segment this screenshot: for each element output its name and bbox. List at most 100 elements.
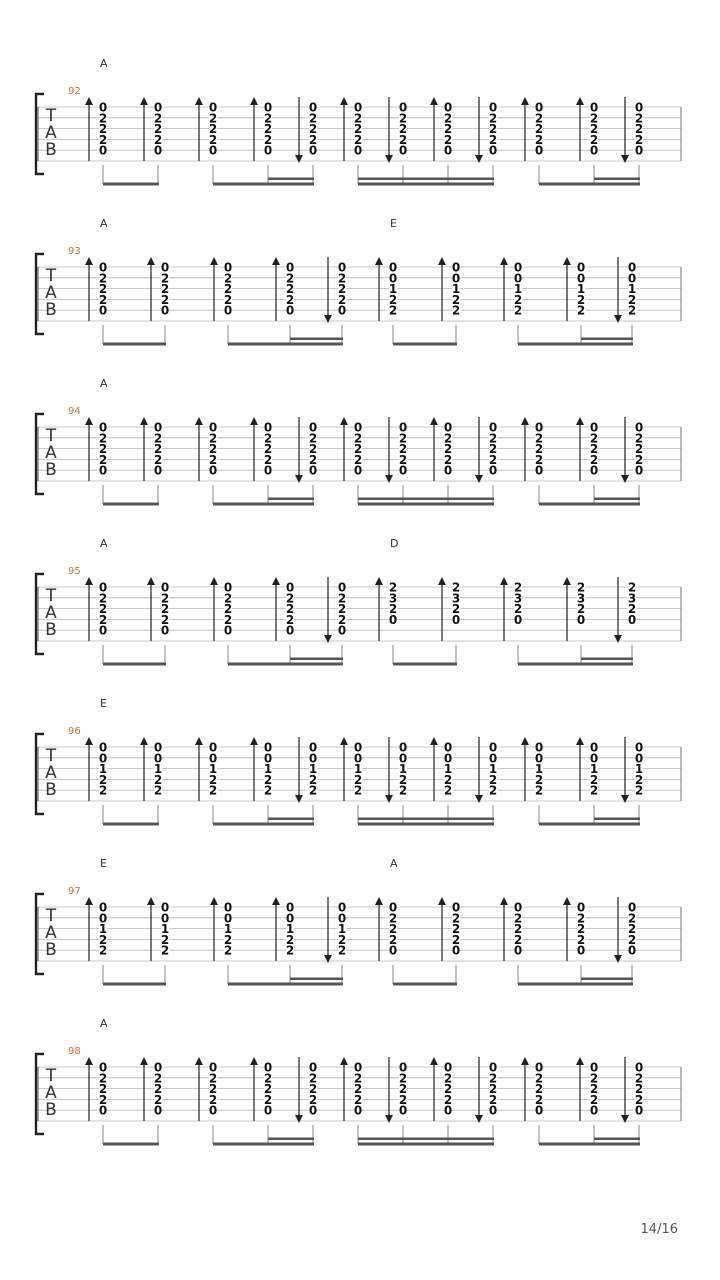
fret-background xyxy=(514,923,522,934)
fret-background xyxy=(264,774,272,785)
fret-background xyxy=(444,785,452,796)
fret-background xyxy=(389,614,397,625)
upstroke-arrowhead xyxy=(500,897,508,905)
fret-number: 2 xyxy=(489,122,497,136)
fret-number: 2 xyxy=(635,1093,643,1107)
fret-number: 2 xyxy=(224,944,232,958)
fret-background xyxy=(99,1072,107,1083)
fret-number: 2 xyxy=(444,773,452,787)
fret-number: 2 xyxy=(489,1071,497,1085)
fret-number: 1 xyxy=(590,762,598,776)
fret-number: 2 xyxy=(535,111,543,125)
fret-number: 0 xyxy=(224,911,232,925)
fret-background xyxy=(154,774,162,785)
fret-background xyxy=(354,112,362,123)
fret-background xyxy=(309,1094,317,1105)
fret-background xyxy=(264,134,272,145)
fret-number: 2 xyxy=(154,442,162,456)
fret-background xyxy=(444,145,452,156)
fret-number: 2 xyxy=(154,431,162,445)
fret-number: 2 xyxy=(489,784,497,798)
fret-number: 2 xyxy=(399,1093,407,1107)
upstroke-arrowhead xyxy=(195,97,203,105)
fret-number: 0 xyxy=(635,144,643,158)
fret-background xyxy=(635,432,643,443)
secondary-beam xyxy=(594,817,640,820)
upstroke-arrowhead xyxy=(521,737,529,745)
fret-background xyxy=(590,742,598,752)
fret-number: 2 xyxy=(338,271,346,285)
fret-number: 0 xyxy=(399,1104,407,1118)
fret-background xyxy=(577,902,585,912)
secondary-beam xyxy=(290,337,343,340)
tab-clef-letter: B xyxy=(45,140,57,160)
fret-number: 2 xyxy=(209,453,217,467)
upstroke-arrowhead xyxy=(576,97,584,105)
fret-background xyxy=(444,1072,452,1083)
fret-background xyxy=(309,742,317,752)
downstroke-arrowhead xyxy=(295,475,303,483)
fret-background xyxy=(354,134,362,145)
fret-background xyxy=(635,134,643,145)
fret-number: 0 xyxy=(224,901,232,915)
fret-number: 0 xyxy=(590,144,598,158)
fret-background xyxy=(154,1062,162,1072)
beam xyxy=(539,822,640,826)
beam xyxy=(518,342,633,346)
fret-background xyxy=(99,945,107,956)
fret-background xyxy=(286,283,294,294)
fret-background xyxy=(399,1094,407,1105)
fret-background xyxy=(399,774,407,785)
downstroke-arrowhead xyxy=(621,1115,629,1123)
fret-number: 2 xyxy=(399,122,407,136)
fret-number: 2 xyxy=(628,933,636,947)
fret-number: 1 xyxy=(399,762,407,776)
secondary-beam xyxy=(358,1137,494,1140)
chord-name: E xyxy=(390,217,397,230)
fret-background xyxy=(99,123,107,134)
fret-number: 2 xyxy=(635,784,643,798)
fret-background xyxy=(99,774,107,785)
fret-number: 0 xyxy=(628,901,636,915)
fret-background xyxy=(99,603,107,614)
upstroke-arrowhead xyxy=(430,417,438,425)
chord-name: D xyxy=(390,537,398,550)
fret-number: 0 xyxy=(309,144,317,158)
fret-number: 0 xyxy=(389,944,397,958)
fret-number: 2 xyxy=(489,431,497,445)
beam xyxy=(539,182,640,186)
tab-clef-letter: T xyxy=(45,1066,57,1086)
fret-number: 2 xyxy=(354,122,362,136)
tab-clef-letter: T xyxy=(45,106,57,126)
beam xyxy=(103,1142,159,1146)
fret-background xyxy=(99,283,107,294)
fret-number: 0 xyxy=(444,1061,452,1075)
fret-background xyxy=(338,283,346,294)
upstroke-arrowhead xyxy=(250,1057,258,1065)
fret-number: 2 xyxy=(309,442,317,456)
fret-number: 2 xyxy=(389,304,397,318)
fret-number: 2 xyxy=(338,944,346,958)
fret-background xyxy=(161,582,169,592)
fret-background xyxy=(452,614,460,625)
fret-number: 2 xyxy=(577,581,585,595)
fret-background xyxy=(535,763,543,774)
tab-clef-letter: T xyxy=(45,906,57,926)
fret-background xyxy=(154,1072,162,1083)
upstroke-arrowhead xyxy=(210,257,218,265)
fret-background xyxy=(489,443,497,454)
fret-background xyxy=(354,1062,362,1072)
fret-number: 2 xyxy=(628,922,636,936)
fret-number: 0 xyxy=(161,581,169,595)
fret-number: 2 xyxy=(489,111,497,125)
fret-background xyxy=(535,102,543,112)
fret-background xyxy=(514,283,522,294)
fret-number: 2 xyxy=(99,293,107,307)
